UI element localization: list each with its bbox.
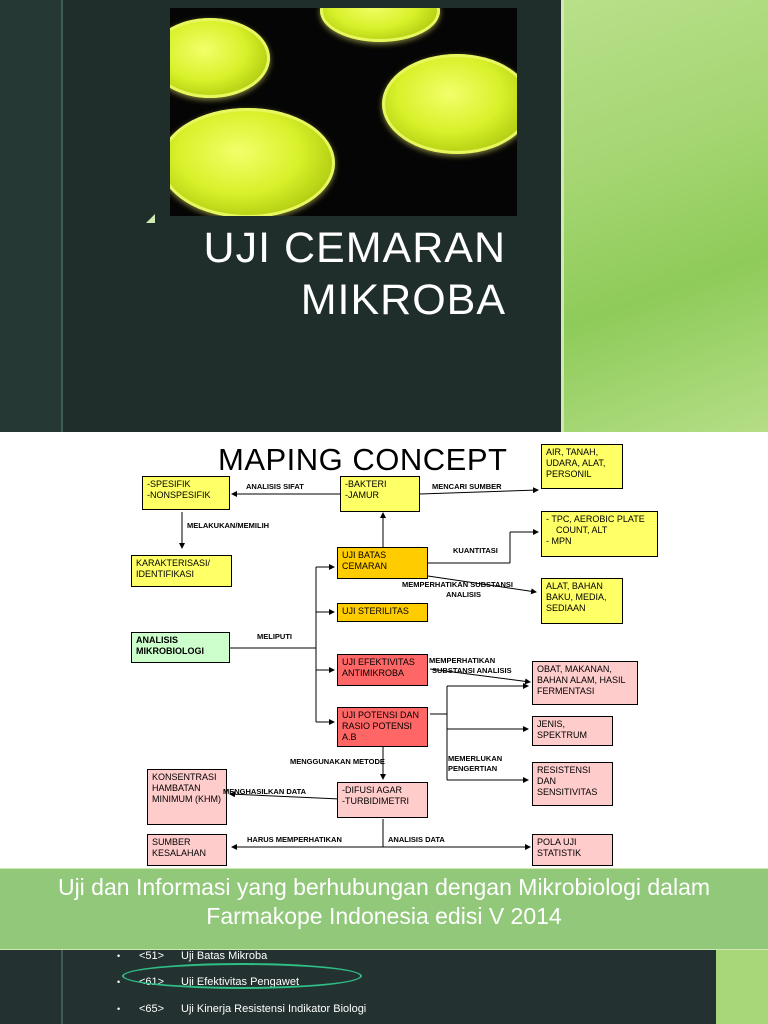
box-difusi-turbidimetri: -DIFUSI AGAR -TURBIDIMETRI (337, 782, 428, 818)
box-uji-sterilitas: UJI STERILITAS (337, 603, 428, 622)
edge-label: HARUS MEMPERHATIKAN (247, 835, 342, 844)
box-text: -BAKTERI (345, 479, 387, 489)
box-obat-makanan: OBAT, MAKANAN, BAHAN ALAM, HASIL FERMENT… (532, 661, 638, 705)
box-sumber-cemaran: AIR, TANAH, UDARA, ALAT, PERSONIL (541, 444, 623, 489)
edge-label: MENGGUNAKAN METODE (290, 757, 385, 766)
item-number: <65> (139, 1003, 165, 1015)
bullet: • (117, 951, 121, 961)
edge-label: MELIPUTI (257, 632, 292, 641)
connector-lines (179, 487, 539, 850)
item-text: Uji Batas Mikroba (181, 950, 268, 962)
box-tpc: - TPC, AEROBIC PLATE COUNT, ALT - MPN (541, 511, 658, 557)
bullet: • (117, 977, 121, 987)
map-title: MAPING CONCEPT (218, 442, 508, 477)
title-slide: UJI CEMARAN MIKROBA (0, 0, 768, 432)
box-alat-bahan: ALAT, BAHAN BAKU, MEDIA, SEDIAAN (541, 578, 623, 624)
banner-line: Farmakope Indonesia edisi V 2014 (206, 903, 562, 929)
edge-label: MEMPERHATIKAN (429, 656, 496, 665)
petri-dish-photo (170, 8, 517, 216)
edge-label: MEMERLUKAN (448, 754, 503, 763)
box-text: COUNT, ALT (556, 525, 608, 535)
edge-label: PENGERTIAN (448, 764, 498, 773)
box-uji-potensi: UJI POTENSI DAN RASIO POTENSI A.B (337, 707, 428, 747)
banner: Uji dan Informasi yang berhubungan denga… (0, 868, 768, 950)
item-text: Uji Kinerja Resistensi Indikator Biologi (181, 1003, 367, 1015)
box-khm: KONSENTRASI HAMBATAN MINIMUM (KHM) (147, 769, 227, 825)
divider-line (561, 0, 564, 432)
box-spesifik: -SPESIFIK -NONSPESIFIK (142, 476, 230, 510)
box-uji-efektivitas: UJI EFEKTIVITAS ANTIMIKROBA (337, 654, 428, 686)
divider-line (61, 0, 63, 432)
item-number: <51> (139, 950, 165, 962)
list-item: • <65> Uji Kinerja Resistensi Indikator Bi… (117, 1003, 366, 1015)
banner-text: Uji dan Informasi yang berhubungan denga… (0, 873, 768, 931)
slide-title: UJI CEMARAN MIKROBA (160, 222, 506, 326)
edge-label: ANALISIS (446, 590, 482, 599)
edge-label: MENGHASILKAN DATA (223, 787, 307, 796)
concept-map-slide: MAPING CONCEPT -SPESIFIK -NONSPESIFIK -B… (0, 432, 768, 868)
box-resistensi: RESISTENSI DAN SENSITIVITAS (532, 762, 613, 806)
box-text: -NONSPESIFIK (147, 490, 211, 500)
title-line: UJI CEMARAN (203, 224, 506, 272)
box-text: -JAMUR (345, 490, 379, 500)
box-analisis-mikrobiologi: ANALISIS MIKROBIOLOGI (131, 632, 230, 663)
title-line: MIKROBA (300, 276, 506, 324)
highlight-ellipse (122, 963, 362, 989)
edge-label: ANALISIS DATA (388, 835, 445, 844)
box-uji-batas: UJI BATAS CEMARAN (337, 547, 428, 579)
bullet: • (117, 1004, 121, 1014)
box-text: - TPC, AEROBIC PLATE (546, 514, 645, 524)
box-text: -SPESIFIK (147, 479, 191, 489)
box-bakteri-jamur: -BAKTERI -JAMUR (340, 476, 420, 512)
edge-label: ANALISIS SIFAT (246, 482, 304, 491)
edge-label: KUANTITASI (453, 546, 498, 555)
box-pola-uji: POLA UJI STATISTIK (532, 834, 613, 866)
box-karakterisasi: KARAKTERISASI/ IDENTIFIKASI (131, 555, 232, 587)
banner-line: Uji dan Informasi yang berhubungan denga… (57, 874, 711, 900)
box-sumber-kesalahan: SUMBER KESALAHAN (147, 834, 227, 866)
edge-label: SUBSTANSI ANALISIS (432, 666, 512, 675)
left-panel (0, 0, 62, 432)
green-decorative-panel (562, 0, 768, 432)
box-text: - MPN (546, 536, 572, 546)
edge-label: MEMPERHATIKAN SUBSTANSI (402, 580, 513, 589)
list-slide: Uji dan Informasi yang berhubungan denga… (0, 868, 768, 1024)
list-item: • <51> Uji Batas Mikroba (117, 950, 267, 962)
corner-arrow-icon (146, 214, 155, 223)
box-text: -TURBIDIMETRI (342, 796, 409, 806)
box-text: -DIFUSI AGAR (342, 785, 403, 795)
edge-label: MENCARI SUMBER (432, 482, 502, 491)
box-jenis-spektrum: JENIS, SPEKTRUM (532, 716, 613, 746)
edge-label: MELAKUKAN/MEMILIH (187, 521, 270, 530)
